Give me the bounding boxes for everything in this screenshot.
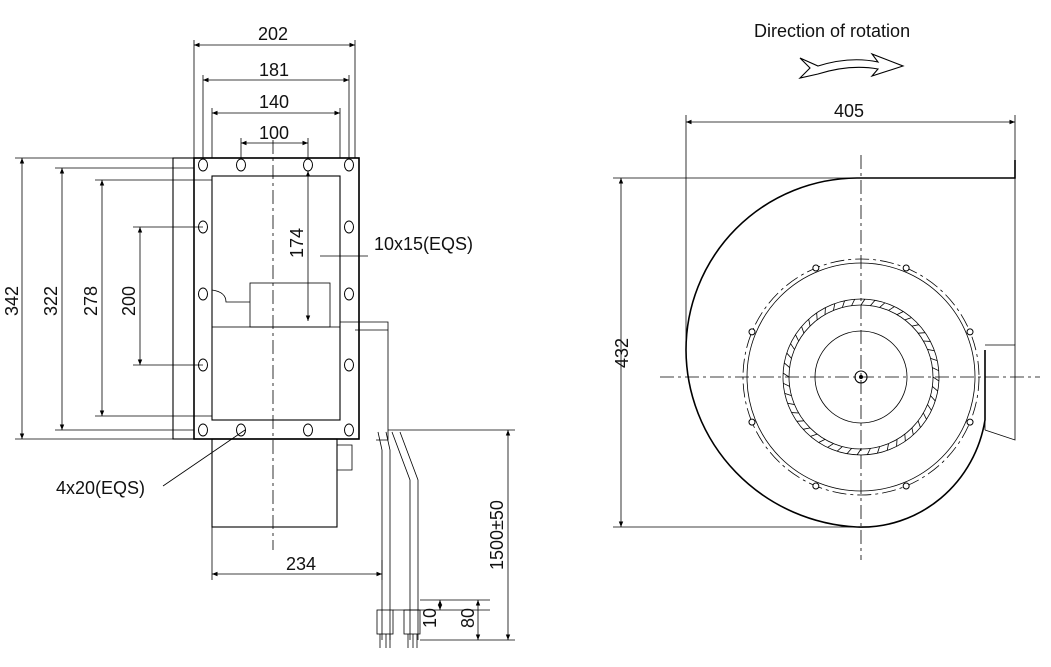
- blade: [888, 306, 895, 311]
- blade: [851, 299, 856, 306]
- blade: [810, 433, 818, 437]
- dim-140: 140: [259, 92, 289, 112]
- dim-432: 432: [612, 338, 632, 368]
- blade: [784, 393, 792, 397]
- dim-234: 234: [286, 554, 316, 574]
- blade: [783, 382, 790, 387]
- blade: [846, 448, 852, 454]
- blade: [841, 300, 845, 308]
- dim-405: 405: [834, 101, 864, 121]
- blade: [911, 324, 919, 327]
- dim-100: 100: [259, 123, 289, 143]
- blade: [911, 427, 914, 435]
- flange-frame: [193, 157, 360, 440]
- mount-hole: [966, 328, 974, 336]
- dim-10: 10: [420, 608, 440, 628]
- blade: [877, 446, 881, 454]
- blade: [795, 334, 800, 342]
- blade: [786, 352, 792, 359]
- dim-278: 278: [81, 286, 101, 316]
- blade: [886, 443, 889, 451]
- dim-322: 322: [41, 286, 61, 316]
- direction-label: Direction of rotation: [754, 21, 910, 41]
- blade: [932, 367, 939, 372]
- dim-80: 80: [458, 608, 478, 628]
- mount-hole: [748, 418, 756, 426]
- motor-body: [211, 438, 338, 528]
- blade: [918, 332, 926, 334]
- side-view: [660, 155, 1040, 560]
- blade: [816, 312, 818, 320]
- blade: [927, 404, 932, 411]
- motor-block: [211, 326, 341, 421]
- blade: [801, 326, 805, 334]
- blade: [818, 438, 826, 443]
- volute-outline: [685, 160, 1016, 528]
- blade: [932, 376, 940, 382]
- cables: [376, 431, 421, 648]
- blade: [904, 434, 906, 442]
- blade: [784, 362, 790, 368]
- flange-holes: [198, 158, 354, 437]
- dim-174: 174: [287, 228, 307, 258]
- mount-hole: [902, 482, 910, 490]
- slot-label-bottom: 4x20(EQS): [56, 478, 145, 498]
- blade: [856, 448, 862, 456]
- blade: [917, 420, 921, 428]
- blade: [927, 349, 935, 352]
- terminal-box: [249, 282, 331, 328]
- dimension-lines-left: [15, 40, 515, 641]
- blade: [796, 420, 804, 422]
- mount-hole: [812, 264, 820, 272]
- dim-342: 342: [2, 286, 22, 316]
- mount-hole: [902, 264, 910, 272]
- dim-181: 181: [259, 60, 289, 80]
- mount-hole: [966, 418, 974, 426]
- slot-label-top: 10x15(EQS): [374, 234, 473, 254]
- blade: [808, 319, 811, 327]
- dim-1500: 1500±50: [487, 500, 507, 570]
- blade: [782, 372, 790, 378]
- dimension-lines-right: [613, 115, 1016, 528]
- blade: [930, 357, 938, 361]
- dim-200: 200: [119, 286, 139, 316]
- blade: [827, 443, 834, 448]
- mount-hole: [812, 482, 820, 490]
- blade: [787, 402, 795, 405]
- dim-202: 202: [258, 24, 288, 44]
- front-view: [172, 140, 421, 648]
- impeller-blades: [782, 298, 940, 456]
- blade: [870, 300, 876, 306]
- mount-holes: [748, 264, 974, 490]
- flange-opening: [211, 175, 341, 421]
- blade: [866, 448, 871, 455]
- mount-hole: [748, 328, 756, 336]
- blade: [932, 386, 938, 392]
- blade: [904, 317, 912, 321]
- blade: [922, 412, 927, 420]
- blade: [860, 298, 866, 306]
- rotation-arrow-icon: [798, 52, 905, 79]
- blade: [896, 311, 904, 316]
- blade: [836, 446, 843, 452]
- blade: [930, 395, 936, 402]
- blade: [879, 302, 886, 308]
- blade: [833, 303, 836, 311]
- blade: [790, 343, 795, 350]
- blade: [803, 427, 811, 430]
